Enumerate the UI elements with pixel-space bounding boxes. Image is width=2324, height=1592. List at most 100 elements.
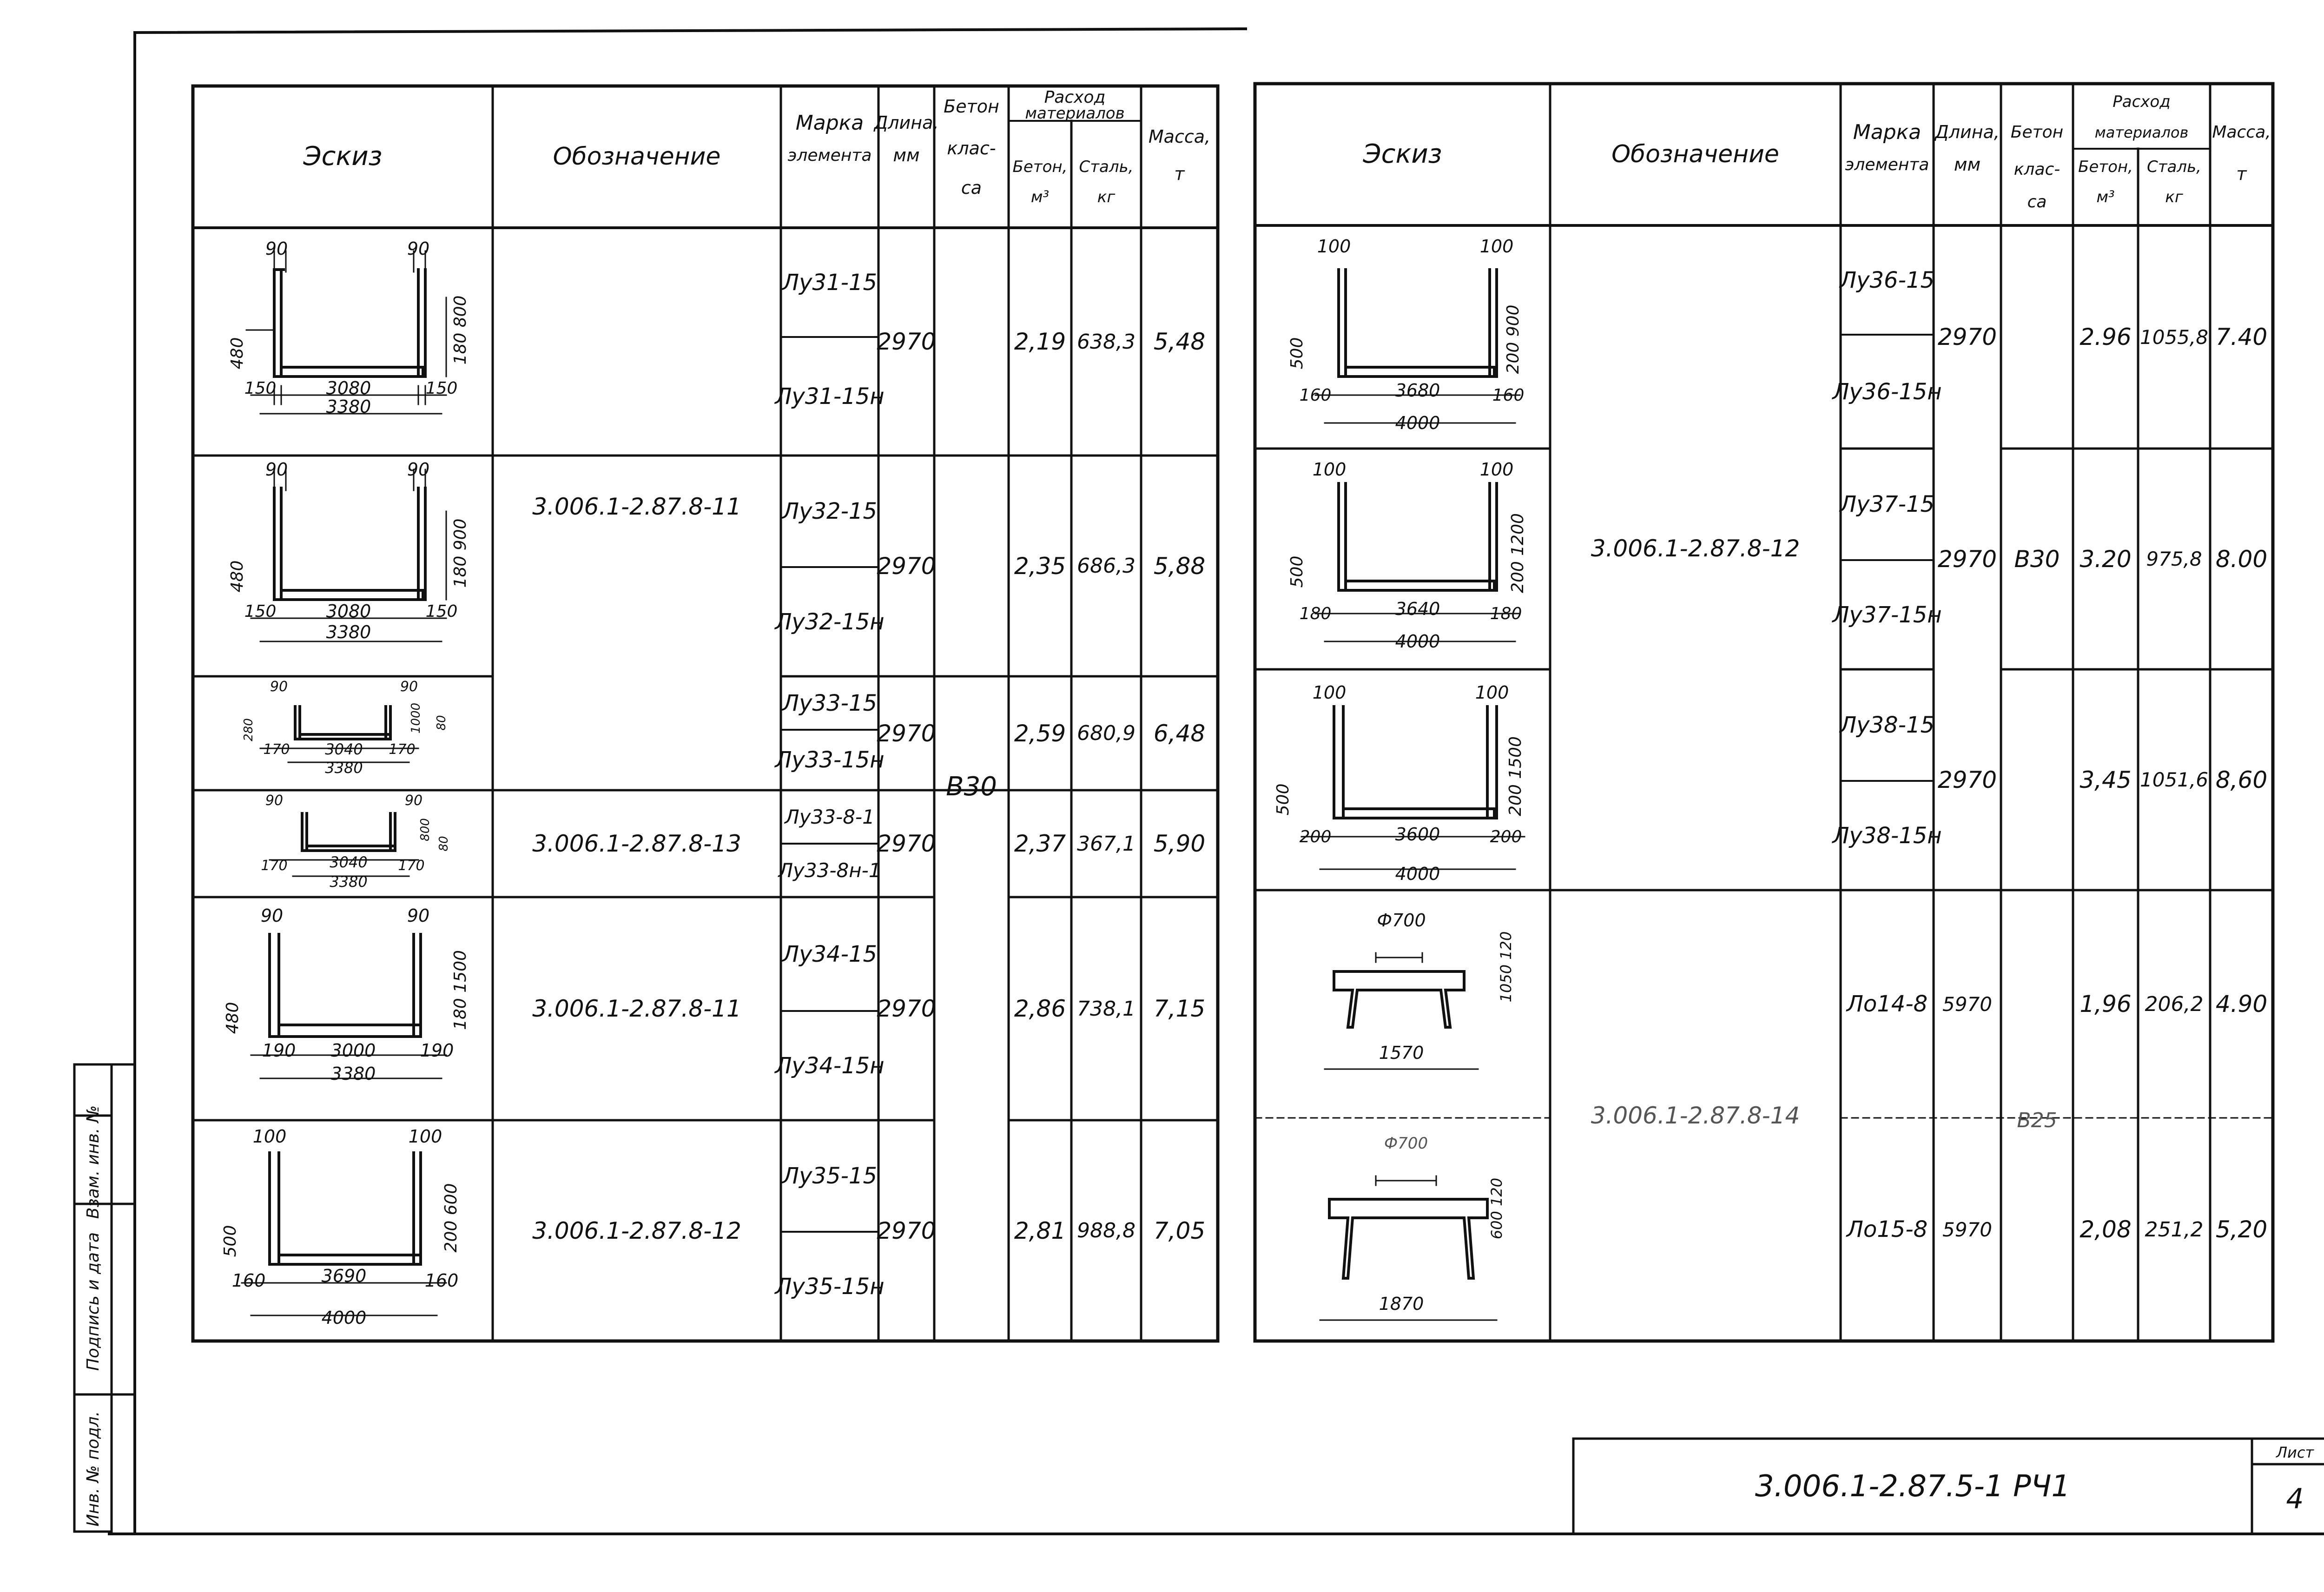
left-designation-4: 3.006.1-2.87.8-12 — [532, 1217, 741, 1244]
sketch4-top-right: 90 — [404, 792, 423, 809]
left-sketches — [241, 250, 447, 1316]
sketch2-left-h: 480 — [227, 560, 247, 593]
left-row4-concrete: 2,37 — [1014, 830, 1066, 857]
right-row4-mark: Ло14-8 — [1846, 991, 1928, 1017]
sheet-label: Лист — [2276, 1444, 2314, 1461]
sketch3-top-right: 90 — [400, 678, 418, 695]
sketch6-total: 4000 — [321, 1308, 367, 1328]
left-row6-steel: 988,8 — [1077, 1219, 1136, 1242]
left-header-class-2: клас- — [947, 138, 996, 159]
sketch4-bottom-mid: 3040 — [330, 853, 368, 871]
left-row5-concrete: 2,86 — [1014, 995, 1066, 1022]
sketch5-bottom-right: 190 — [420, 1040, 454, 1061]
right-row4-mass: 4.90 — [2215, 991, 2268, 1017]
left-header-sketch: Эскиз — [303, 141, 383, 172]
left-row1-steel: 638,3 — [1077, 330, 1136, 354]
left-row3-length: 2970 — [877, 720, 936, 747]
right-sketches — [1301, 268, 1525, 1321]
left-designation-1: 3.006.1-2.87.8-11 — [532, 493, 741, 520]
left-row1-mass: 5,48 — [1153, 328, 1206, 355]
sketch4-top-left: 90 — [265, 792, 284, 809]
left-header-mass-2: т — [1174, 164, 1185, 185]
rsketch1-top-right: 100 — [1479, 236, 1514, 257]
sketch5-total: 3380 — [330, 1064, 376, 1084]
right-row2-steel: 975,8 — [2146, 548, 2202, 570]
right-header-mass-2: т — [2236, 164, 2247, 185]
right-row4-length: 5970 — [1942, 992, 1992, 1016]
left-row5-mark-b: Лу34-15н — [775, 1052, 885, 1079]
left-designation-3: 3.006.1-2.87.8-11 — [532, 995, 741, 1022]
right-header-class-3: са — [2027, 192, 2047, 212]
right-row1-mass: 7.40 — [2215, 324, 2268, 350]
left-row2-mark-a: Лу32-15 — [782, 498, 877, 524]
right-row1-concrete: 2.96 — [2080, 324, 2132, 350]
left-concrete-class: В30 — [946, 772, 997, 802]
right-row5-length: 5970 — [1942, 1218, 1992, 1241]
left-row3-mark-b: Лу33-15н — [775, 747, 885, 773]
rsketch2-bottom-mid: 3640 — [1395, 599, 1440, 619]
sketch1-left-h: 480 — [227, 337, 247, 370]
sketch2-bottom-left: 150 — [244, 601, 277, 621]
rsketch1-top-left: 100 — [1317, 236, 1351, 257]
rsketch3-left-h: 500 — [1273, 783, 1293, 816]
sketch4-bottom-left: 170 — [261, 857, 288, 874]
sketch5-top-right: 90 — [407, 905, 430, 926]
right-row3-mass: 8,60 — [2215, 766, 2268, 793]
rsketch1-bottom-left: 160 — [1299, 385, 1332, 405]
sketch3-bottom-right: 170 — [389, 741, 416, 758]
left-row2-mark-b: Лу32-15н — [775, 608, 885, 635]
sketch1-top-left: 90 — [265, 238, 288, 259]
rsketch3-right-h: 200 1500 — [1505, 736, 1525, 816]
left-row5-mark-a: Лу34-15 — [782, 941, 877, 967]
right-header-steel-2: кг — [2165, 188, 2183, 207]
left-header-length-1: Длина, — [874, 112, 939, 133]
left-row3-steel: 680,9 — [1077, 721, 1136, 745]
right-header-mark-1: Марка — [1853, 120, 1921, 144]
right-row5-mass: 5,20 — [2215, 1216, 2268, 1243]
left-row1-length: 2970 — [877, 328, 936, 355]
right-row3-mark-a: Лу38-15 — [1840, 712, 1934, 738]
right-row1-mark-a: Лу36-15 — [1840, 267, 1934, 293]
right-row2-mark-b: Лу37-15н — [1832, 601, 1942, 628]
right-row2-length: 2970 — [1937, 545, 1997, 573]
right-row5-concrete: 2,08 — [2080, 1216, 2132, 1243]
right-header-class-2: клас- — [2014, 160, 2060, 179]
right-row2-mark-a: Лу37-15 — [1840, 491, 1934, 517]
rsketch4-width: 1570 — [1379, 1043, 1424, 1063]
sketch2-bottom-mid: 3080 — [326, 601, 371, 621]
sketch6-bottom-right: 160 — [424, 1270, 459, 1291]
left-header-class-3: са — [961, 178, 982, 198]
left-header-concrete-2: м³ — [1030, 188, 1050, 207]
sketch1-bottom-left: 150 — [244, 378, 277, 398]
right-row2-concrete: 3.20 — [2080, 545, 2132, 573]
left-header-consumption-2: материалов — [1025, 104, 1125, 123]
right-row3-steel: 1051,6 — [2140, 768, 2208, 791]
sketch2-top-left: 90 — [265, 459, 288, 480]
sketch6-bottom-left: 160 — [231, 1270, 266, 1291]
left-row6-mark-a: Лу35-15 — [782, 1163, 877, 1189]
left-row2-mass: 5,88 — [1153, 552, 1206, 580]
sketch3-top-left: 90 — [270, 678, 288, 695]
sketch2-bottom-right: 150 — [425, 601, 458, 621]
sketch1-total: 3380 — [326, 396, 371, 417]
left-header-consumption-1: Расход — [1044, 88, 1106, 107]
right-header-length-1: Длина, — [1935, 122, 2000, 143]
right-header-mark-2: элемента — [1845, 155, 1929, 175]
rsketch2-top-right: 100 — [1479, 459, 1514, 480]
right-designation-1: 3.006.1-2.87.8-12 — [1591, 535, 1800, 562]
left-header-class-1: Бетон — [944, 96, 999, 117]
right-header-consumption-1: Расход — [2113, 92, 2171, 112]
right-row5-steel: 251,2 — [2145, 1217, 2204, 1242]
left-row3-concrete: 2,59 — [1014, 720, 1066, 747]
right-row1-length: 2970 — [1937, 324, 1997, 350]
left-row1-mark-a: Лу31-15 — [782, 269, 877, 296]
side-stamp-inv-no: Инв. № подл. — [83, 1411, 103, 1527]
left-header-designation: Обозначение — [553, 142, 721, 171]
left-row6-mark-b: Лу35-15н — [775, 1273, 885, 1300]
sketch6-top-left: 100 — [252, 1126, 287, 1147]
right-header-concrete-2: м³ — [2096, 188, 2115, 207]
sketch1-bottom-mid: 3080 — [326, 378, 371, 398]
sketch3-total: 3380 — [325, 759, 363, 777]
left-row5-length: 2970 — [877, 995, 936, 1022]
right-row4-steel: 206,2 — [2145, 992, 2204, 1016]
